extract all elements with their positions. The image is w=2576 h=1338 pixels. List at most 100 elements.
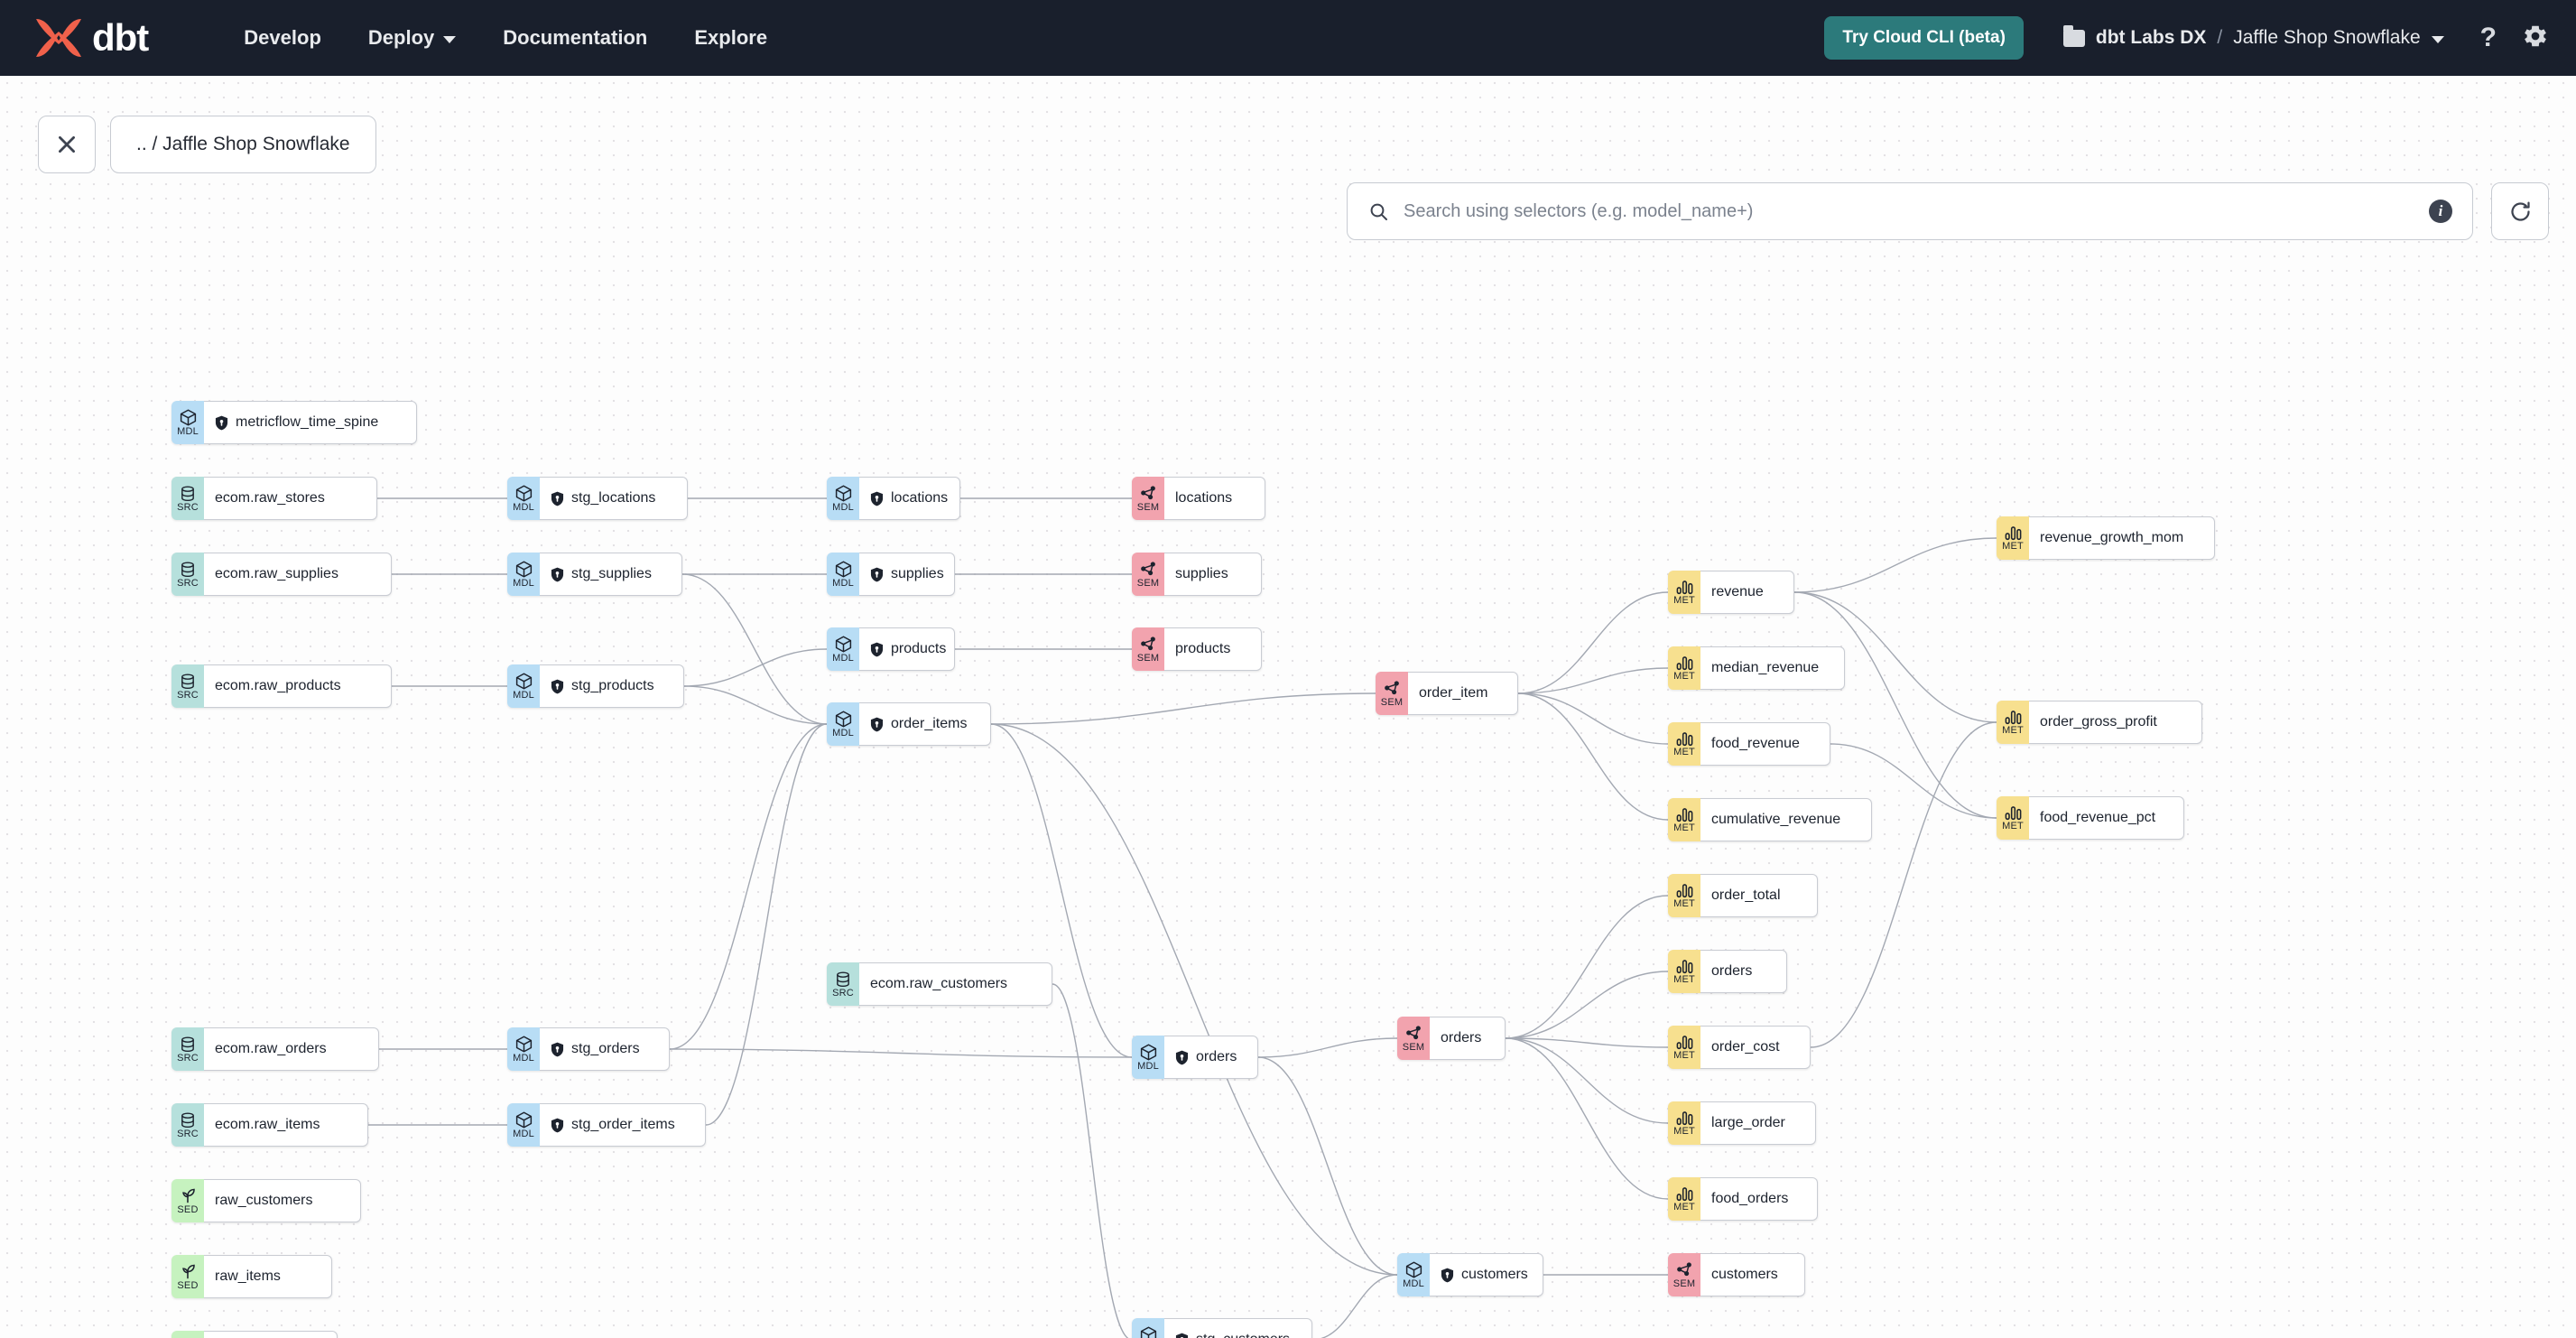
bar-chart-icon: MET bbox=[1668, 874, 1700, 917]
graph-node-customers[interactable]: MDL customers bbox=[1397, 1253, 1543, 1296]
governed-shield-icon bbox=[551, 1042, 564, 1056]
chevron-down-icon[interactable] bbox=[2431, 35, 2444, 43]
breadcrumb-chip[interactable]: .. / Jaffle Shop Snowflake bbox=[110, 116, 376, 173]
graph-node-body: ecom.raw_stores bbox=[204, 477, 377, 520]
graph-node-label: ecom.raw_items bbox=[215, 1117, 320, 1132]
graph-node-body: food_orders bbox=[1700, 1177, 1818, 1221]
graph-node-label: large_order bbox=[1711, 1115, 1785, 1130]
dbt-logo-wordmark: dbt bbox=[92, 16, 149, 59]
question-mark-icon[interactable]: ? bbox=[2479, 23, 2497, 52]
governed-shield-icon bbox=[551, 491, 564, 506]
graph-node-label: raw_items bbox=[215, 1268, 281, 1284]
governed-shield-icon bbox=[551, 1118, 564, 1132]
graph-node-label: locations bbox=[891, 490, 949, 506]
graph-node-label: median_revenue bbox=[1711, 660, 1820, 675]
graph-node-raw-items[interactable]: SED raw_items bbox=[171, 1255, 332, 1298]
governed-shield-icon bbox=[551, 567, 564, 581]
graph-node-met-median-revenue[interactable]: MET median_revenue bbox=[1668, 646, 1845, 690]
graph-node-label: stg_locations bbox=[571, 490, 656, 506]
graph-node-body: orders bbox=[1700, 950, 1787, 993]
info-icon[interactable]: i bbox=[2429, 200, 2452, 223]
bar-chart-icon: MET bbox=[1668, 646, 1700, 690]
database-icon: SRC bbox=[171, 664, 204, 708]
graph-node-order-items[interactable]: MDL order_items bbox=[827, 702, 991, 746]
graph-node-label: customers bbox=[1711, 1267, 1778, 1282]
graph-edge bbox=[1257, 1056, 1398, 1276]
graph-node-body: ecom.raw_products bbox=[204, 664, 392, 708]
graph-edge bbox=[1505, 1037, 1669, 1124]
graph-node-label: ecom.raw_orders bbox=[215, 1041, 327, 1056]
cube-icon: MDL bbox=[171, 401, 204, 444]
graph-node-body: ecom.raw_orders bbox=[204, 1027, 379, 1071]
graph-node-label: metricflow_time_spine bbox=[236, 414, 379, 430]
graph-node-orders[interactable]: MDL orders bbox=[1132, 1036, 1258, 1079]
graph-node-body: customers bbox=[1700, 1253, 1805, 1296]
graph-node-body: order_gross_profit bbox=[2029, 701, 2202, 744]
graph-node-body: stg_customers bbox=[1164, 1318, 1312, 1338]
nav-item-documentation[interactable]: Documentation bbox=[503, 26, 647, 50]
graph-node-body: order_total bbox=[1700, 874, 1818, 917]
graph-node-stg-customers[interactable]: MDL stg_customers bbox=[1132, 1318, 1312, 1338]
graph-node-label: products bbox=[891, 641, 947, 656]
refresh-button[interactable] bbox=[2491, 182, 2549, 240]
search-bar[interactable]: i bbox=[1347, 182, 2473, 240]
dbt-logo[interactable]: dbt bbox=[31, 15, 149, 60]
graph-node-body: ecom.raw_customers bbox=[859, 962, 1052, 1006]
nav-item-deploy[interactable]: Deploy bbox=[368, 26, 457, 50]
search-input[interactable] bbox=[1404, 200, 2429, 222]
gear-icon[interactable] bbox=[2522, 23, 2549, 54]
graph-node-body: stg_products bbox=[540, 664, 684, 708]
graph-node-locations[interactable]: MDL locations bbox=[827, 477, 960, 520]
nav-item-explore[interactable]: Explore bbox=[694, 26, 767, 50]
graph-node-stg-order-items[interactable]: MDL stg_order_items bbox=[507, 1103, 706, 1147]
close-icon bbox=[59, 136, 75, 153]
governed-shield-icon bbox=[1441, 1268, 1454, 1282]
graph-node-stg-products[interactable]: MDL stg_products bbox=[507, 664, 684, 708]
graph-node-stg-orders[interactable]: MDL stg_orders bbox=[507, 1027, 670, 1071]
graph-node-supplies[interactable]: MDL supplies bbox=[827, 553, 955, 596]
graph-node-label: ecom.raw_stores bbox=[215, 490, 325, 506]
graph-node-stg-supplies[interactable]: MDL stg_supplies bbox=[507, 553, 682, 596]
graph-node-body: stg_orders bbox=[540, 1027, 670, 1071]
account-project-breadcrumb[interactable]: dbt Labs DX / Jaffle Shop Snowflake bbox=[2062, 24, 2444, 49]
seedling-icon: SED bbox=[171, 1255, 204, 1298]
graph-node-label: orders bbox=[1196, 1049, 1237, 1064]
graph-node-stg-locations[interactable]: MDL stg_locations bbox=[507, 477, 688, 520]
graph-node-metricflow-time-spine[interactable]: MDL metricflow_time_spine bbox=[171, 401, 417, 444]
governed-shield-icon bbox=[551, 679, 564, 693]
semantic-graph-icon: SEM bbox=[1132, 553, 1164, 596]
governed-shield-icon bbox=[870, 717, 884, 731]
nav-item-develop[interactable]: Develop bbox=[244, 26, 321, 50]
graph-edge bbox=[1517, 667, 1669, 694]
try-cloud-cli-button[interactable]: Try Cloud CLI (beta) bbox=[1824, 16, 2024, 60]
graph-node-products[interactable]: MDL products bbox=[827, 627, 955, 671]
close-button[interactable] bbox=[38, 116, 96, 173]
semantic-graph-icon: SEM bbox=[1132, 627, 1164, 671]
